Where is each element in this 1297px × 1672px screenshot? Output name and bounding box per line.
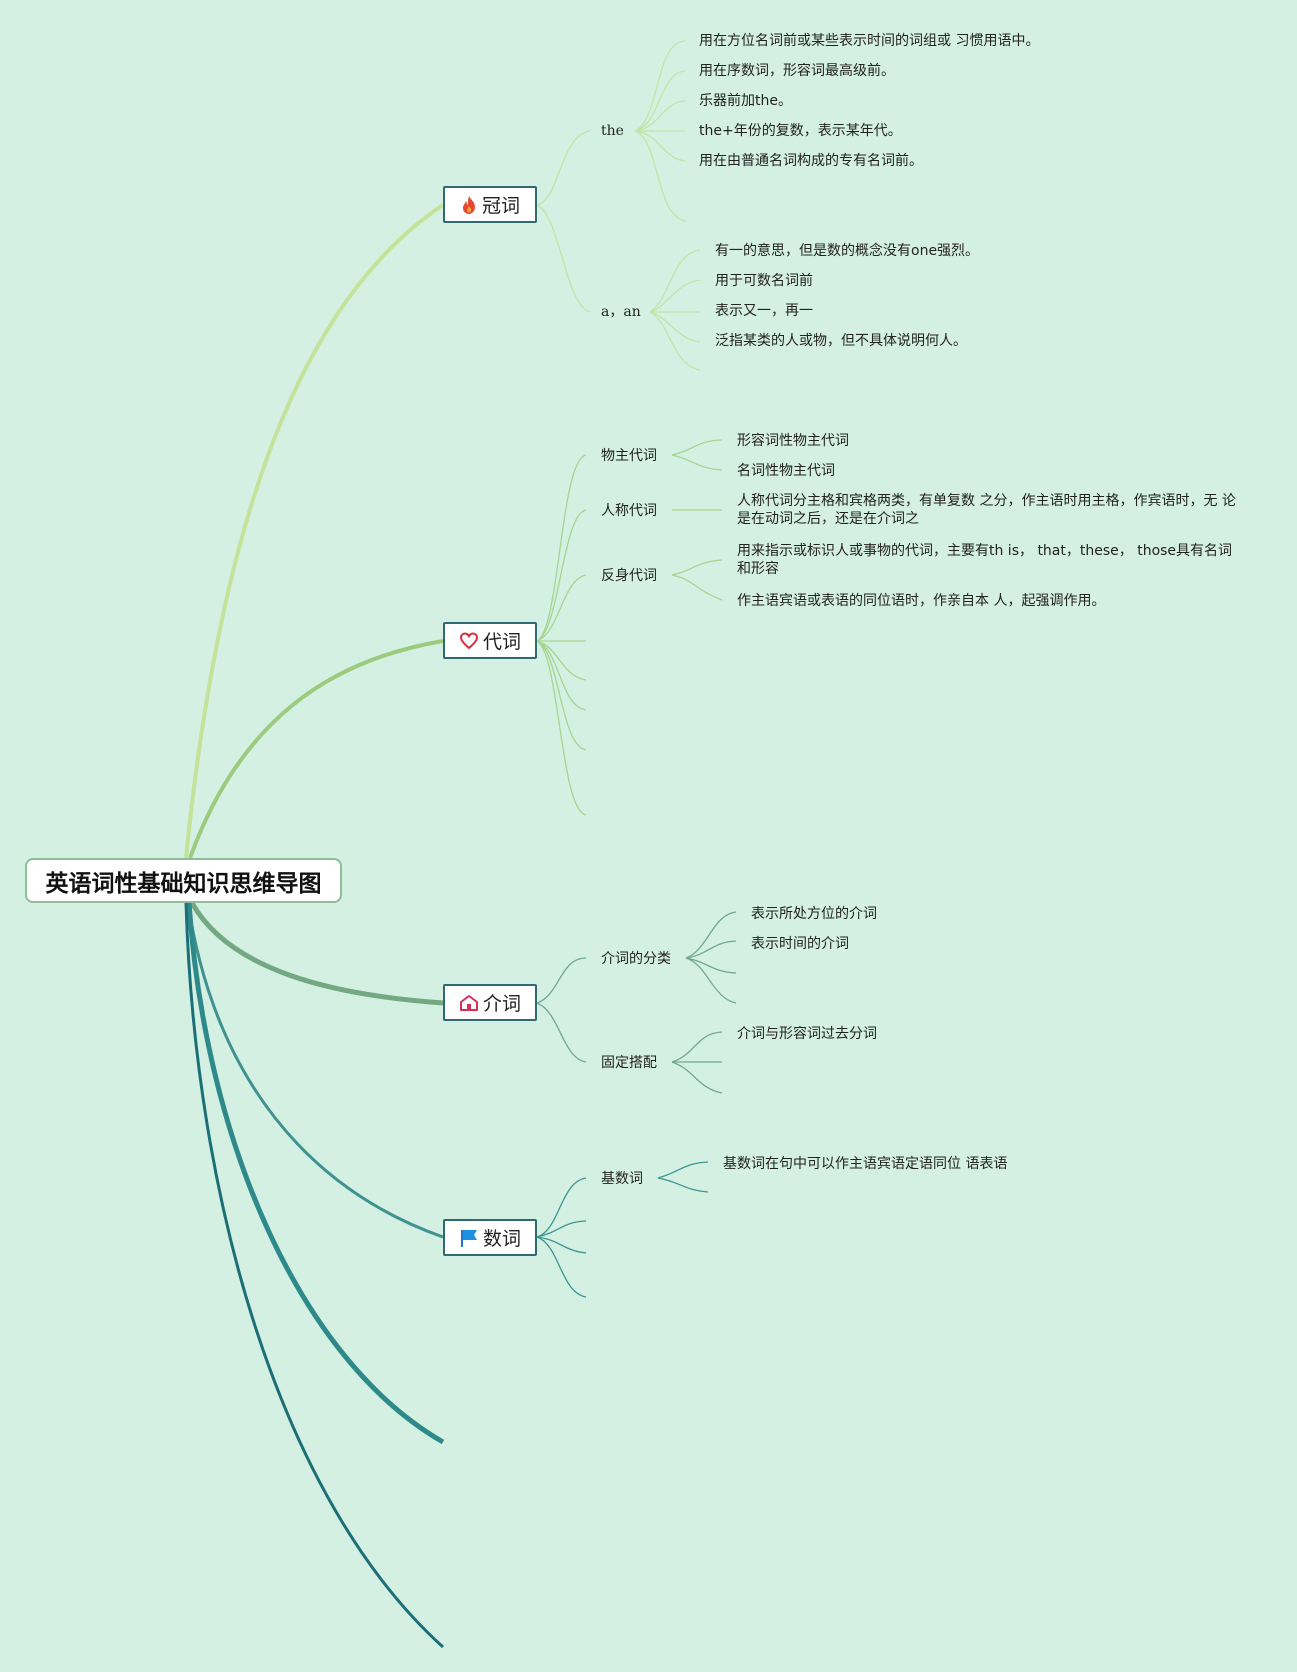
subtopic-jishuci[interactable]: 基数词 <box>601 1171 643 1187</box>
subtopic-wuzhu-daici[interactable]: 物主代词 <box>601 448 657 464</box>
leaf-item[interactable]: 作主语宾语或表语的同位语时，作亲自本 人，起强调作用。 <box>737 593 1106 609</box>
leaf-item[interactable]: 表示时间的介词 <box>751 936 849 952</box>
leaf-item[interactable]: 表示又一，再一 <box>715 303 813 319</box>
branch-line-empty-1 <box>186 902 445 1445</box>
topic-label: 数词 <box>482 1228 521 1250</box>
leaf-item[interactable]: 表示所处方位的介词 <box>751 906 877 922</box>
branch-line-empty-2 <box>184 902 445 1649</box>
subtopic-a-an[interactable]: a，an <box>601 304 641 320</box>
root-title: 英语词性基础知识思维导图 <box>45 870 322 897</box>
leaf-item[interactable]: 泛指某类的人或物，但不具体说明何人。 <box>715 333 967 349</box>
branch-line-jieci <box>189 901 444 1006</box>
leaf-item[interactable]: 用在序数词，形容词最高级前。 <box>699 63 895 79</box>
topic-daici[interactable]: 代词 <box>443 622 537 659</box>
leaf-item[interactable]: 人称代词分主格和宾格两类，有单复数 之分，作主语时用主格，作宾语时，无 论是在动… <box>737 493 1236 527</box>
subtopic-the[interactable]: the <box>601 123 624 139</box>
topic-jieci[interactable]: 介词 <box>443 984 537 1021</box>
branch-line-shuci <box>186 902 444 1239</box>
leaf-item[interactable]: 介词与形容词过去分词 <box>737 1026 877 1042</box>
leaf-item[interactable]: 乐器前加the。 <box>699 93 792 109</box>
topic-guanci[interactable]: 冠词 <box>443 186 537 223</box>
root-topic[interactable]: 英语词性基础知识思维导图 <box>25 858 342 903</box>
topic-label: 介词 <box>482 993 521 1015</box>
fire-icon <box>460 195 478 215</box>
home-icon <box>459 994 479 1012</box>
leaf-item[interactable]: 用在由普通名词构成的专有名词前。 <box>699 153 923 169</box>
branch-line-daici <box>188 639 444 859</box>
leaf-item[interactable]: 用在方位名词前或某些表示时间的词组或 习惯用语中。 <box>699 33 1040 49</box>
topic-label: 冠词 <box>481 195 520 217</box>
leaf-item[interactable]: 有一的意思，但是数的概念没有one强烈。 <box>715 243 980 259</box>
subtopic-renchen-daici[interactable]: 人称代词 <box>601 503 657 519</box>
flag-icon <box>459 1228 479 1248</box>
leaf-item[interactable]: 用于可数名词前 <box>715 273 813 289</box>
topic-label: 代词 <box>482 631 521 653</box>
heart-icon <box>459 631 479 650</box>
leaf-item[interactable]: 基数词在句中可以作主语宾语定语同位 语表语 <box>723 1156 1008 1172</box>
topic-shuci[interactable]: 数词 <box>443 1219 537 1256</box>
subtopic-fanshen-daici[interactable]: 反身代词 <box>601 568 657 584</box>
leaf-item[interactable]: the+年份的复数，表示某年代。 <box>699 123 902 139</box>
leaf-item[interactable]: 形容词性物主代词 <box>737 433 849 449</box>
subtopic-guding-dapei[interactable]: 固定搭配 <box>601 1055 657 1071</box>
leaf-item[interactable]: 用来指示或标识人或事物的代词，主要有th is， that，these， tho… <box>737 543 1233 577</box>
subtopic-jieci-fenlei[interactable]: 介词的分类 <box>601 951 671 967</box>
leaf-item[interactable]: 名词性物主代词 <box>737 463 835 479</box>
branch-line-guanci <box>184 203 445 859</box>
